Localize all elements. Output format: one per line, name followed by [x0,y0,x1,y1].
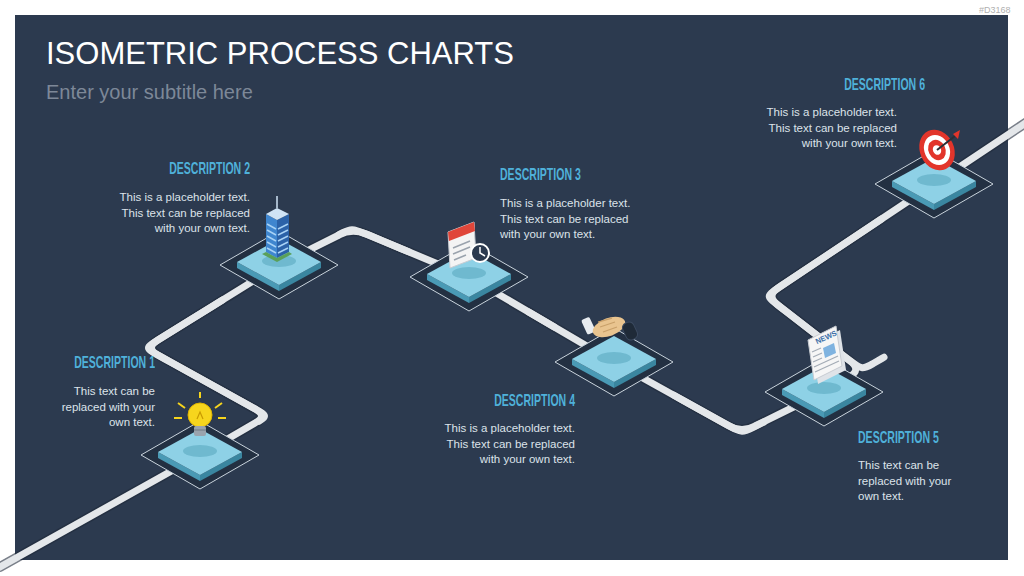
hands [590,313,628,342]
clock-hands [480,247,485,256]
platform-top [427,251,511,297]
newspaper-page [808,326,842,380]
building-roof [266,208,289,220]
bulb-ray [199,392,201,398]
newspaper-photo [823,343,836,358]
calendar-lines [453,241,470,260]
step-heading: DESCRIPTION 5 [858,428,982,448]
platform-base [875,150,993,218]
step-heading: DESCRIPTION 4 [451,391,575,411]
road-connector [529,312,555,327]
icon-shadow [597,352,631,364]
target-icon [913,124,962,176]
clock-face [471,244,489,262]
bulb-glass [188,403,212,427]
icon-shadow [452,267,486,279]
step-heading: DESCRIPTION 2 [126,159,250,179]
step-description: This is a placeholder text. This text ca… [757,105,897,152]
platform-base [765,358,883,426]
building-face [277,214,289,258]
road-connector [148,300,264,421]
target-ring [913,124,962,176]
bulb-ray [218,417,226,419]
road-connector [769,219,884,368]
dart-shaft [937,136,955,150]
target-ring [919,131,955,170]
step-description: This text can be replaced with your own … [858,458,958,505]
platform [409,242,529,312]
calendar-header [448,222,475,241]
step-description: This text can be replaced with your own … [55,384,155,431]
building-base [262,252,292,262]
platform-base [141,421,259,489]
newspaper-lines [812,348,839,372]
bulb-icon [174,392,226,436]
bulb-ray [174,417,182,419]
process-step: DESCRIPTION 3This is a placeholder text.… [409,242,529,312]
bulb-filament [197,412,203,419]
target-ring [925,137,949,163]
step-heading: DESCRIPTION 3 [500,165,624,185]
icon-shadow [183,445,217,457]
process-step: DESCRIPTION 4This is a placeholder text.… [554,327,674,397]
bulb-ray [178,403,185,408]
building-icon [262,196,292,262]
subtitle: Enter your subtitle here [46,80,253,104]
chart-title: ISOMETRIC PROCESS CHARTS [46,36,514,72]
building-face [266,214,277,258]
step-description: This is a placeholder text. This text ca… [435,421,575,468]
handshake-icon [581,313,639,342]
dart-fletching [953,130,960,139]
process-step: DESCRIPTION 2This is a placeholder text.… [219,230,339,300]
icon-shadow [917,174,951,186]
step-description: This is a placeholder text. This text ca… [110,190,250,237]
building-windows [267,224,288,253]
watermark: #D3168 [979,5,1011,16]
platform [874,149,994,219]
calendar-page [448,222,476,268]
platform-top [782,366,866,412]
bulb-ray [215,403,222,408]
cuff-left [581,317,596,335]
calendar-icon [448,222,489,268]
building-spire [276,196,278,208]
step-description: This is a placeholder text. This text ca… [500,196,640,243]
platform [140,420,260,490]
newspaper-icon [808,326,846,384]
icon-shadow [262,255,296,267]
platform-base [555,328,673,396]
platform [764,357,884,427]
platform [554,327,674,397]
road-connector [339,230,409,252]
step-heading: DESCRIPTION 1 [31,353,155,373]
process-step: DESCRIPTION 1This text can be replaced w… [140,420,260,490]
bulb-base [194,426,206,436]
target-ring [931,144,942,156]
platform-base [220,231,338,299]
bulb-thread [194,430,206,431]
platform-top [892,158,976,204]
platform [219,230,339,300]
road-shadow [0,120,1024,567]
platform-top [572,336,656,382]
fingers [598,318,617,332]
road-connector [674,395,764,431]
process-step: DESCRIPTION 5This text can be replaced w… [764,357,884,427]
icon-shadow [807,382,841,394]
road [0,120,1024,567]
process-step: DESCRIPTION 6This is a placeholder text.… [874,149,994,219]
platform-top [237,239,321,285]
platform-top [158,429,242,475]
platform-base [410,243,528,311]
step-heading: DESCRIPTION 6 [801,75,925,95]
cuff-right [621,320,639,341]
